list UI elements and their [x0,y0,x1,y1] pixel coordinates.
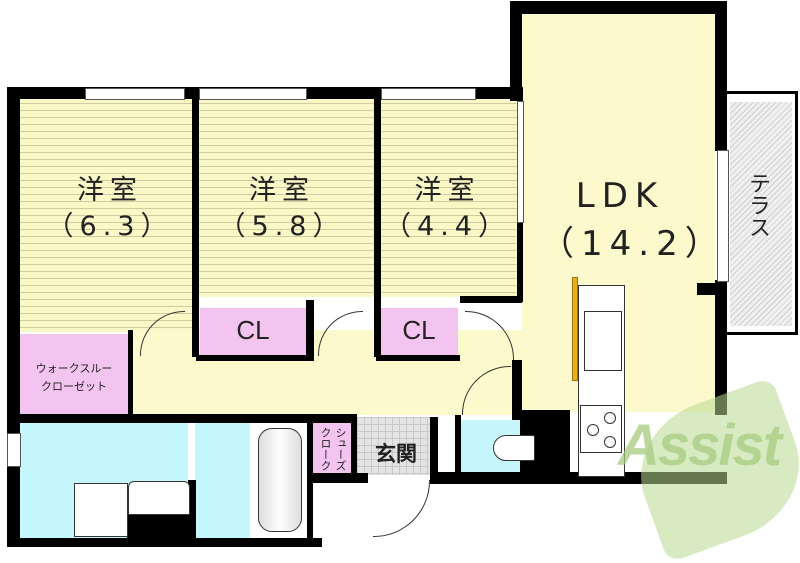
bathroom-dressing-floor [195,423,250,538]
wtc-line1: ウォークスルー [35,362,113,375]
shoe-cloak-line2: クローク [319,427,332,471]
walk-through-closet-floor[interactable] [20,334,128,416]
burner-icon [604,436,616,448]
terrace-label: テラス [745,172,770,238]
door-room2[interactable] [318,311,363,356]
terrace-floor[interactable] [730,102,792,326]
bathtub [258,428,302,532]
wall-toilet-left [455,415,461,475]
wall-cl1-box [306,300,314,360]
wall-ldk-left-upper [510,1,522,101]
wall-wash-right [188,480,196,540]
shoe-cloak-label: シューズ クローク [316,426,350,472]
room-3-label: 洋室 （4.4） [380,173,515,245]
door-room3[interactable] [465,311,514,360]
kitchen-backsplash [572,277,578,381]
assist-logo-text: Assist [618,413,782,478]
window-room3-side [517,101,524,223]
room-2-type: 洋室 [249,175,315,206]
wall-genkan-left [351,417,357,479]
door-entrance[interactable] [373,480,430,537]
ldk-type: LDK [575,176,665,216]
closet-1-floor[interactable] [200,308,306,358]
wall-ldk-top [510,1,725,14]
window-room2 [199,88,307,100]
window-room3 [381,88,476,100]
wall-ldk-right-lower [715,280,727,415]
room-2-size: （5.8） [218,211,346,242]
wall-bath-right [307,417,313,547]
wall-ldk-right-stub [697,283,727,295]
wall-bottom [7,538,322,547]
wall-cl2-bottom [376,355,460,361]
genkan-floor [357,417,435,475]
window-washroom [7,433,21,467]
room-1-size: （6.3） [46,211,174,242]
burner-icon [587,424,599,436]
wall-genkan-bottom-left [308,473,368,483]
western-room-2-floor [198,97,375,297]
kitchen-sink [584,311,622,371]
washing-machine [74,483,128,537]
closet-2-floor[interactable] [380,308,458,358]
toilet [493,435,535,461]
wall-room1-room2 [192,87,199,357]
wash-basin [128,481,190,515]
window-room1 [85,88,185,100]
wall-hall-bottom [7,414,357,423]
window-ldk-terrace[interactable] [717,150,729,282]
wall-room2-room3 [374,87,381,357]
room-3-size: （4.4） [384,211,511,242]
western-room-1-floor [18,97,194,332]
closet-1-label: CL [236,315,270,345]
ldk-label: LDK （14.2） [540,172,726,268]
wall-cl1-bottom [196,355,314,361]
terrace-outline [726,91,798,335]
wall-wtc-right [128,330,133,420]
room-1-label: 洋室 （6.3） [40,173,180,245]
wall-left-outer [7,87,20,547]
wall-room3-bottom [460,296,522,303]
wall-genkan-right [430,417,438,479]
room-2-label: 洋室 （5.8） [212,173,352,245]
wtc-line2: クローゼット [41,380,107,393]
wall-hall-right [512,360,522,420]
shoe-cloak-line1: シューズ [334,427,347,471]
walk-through-closet-label: ウォークスルー クローゼット [20,360,128,396]
wall-ldk-right [715,1,727,151]
room-3-type: 洋室 [414,175,481,206]
wall-wash-bottom [127,512,192,540]
entrance-label: 玄関 [375,442,417,466]
shoe-cloak-floor[interactable] [313,423,351,473]
ldk-size: （14.2） [540,224,726,264]
burner-icon [604,412,616,424]
closet-2-label: CL [402,315,436,345]
room-1-type: 洋室 [77,175,143,206]
western-room-3-floor [380,97,517,297]
